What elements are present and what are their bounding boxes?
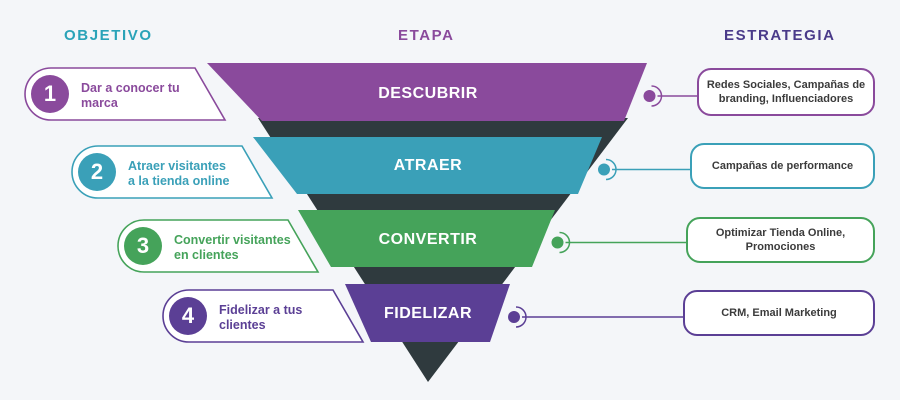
funnel-band-4 (345, 284, 510, 342)
objective-outline (24, 67, 227, 121)
stage-label-3: CONVERTIR (379, 231, 478, 248)
strategy-box-3: Optimizar Tienda Online, Promociones (686, 217, 875, 263)
objective-outline (117, 219, 320, 273)
connector-arc (651, 85, 663, 107)
step-number-badge: 2 (78, 153, 116, 191)
step-number-badge: 1 (31, 75, 69, 113)
objective-text: Dar a conocer tu marca (81, 81, 180, 110)
header-estrategia: ESTRATEGIA (724, 27, 836, 44)
objective-text: Convertir visitantes en clientes (174, 233, 291, 262)
objective-item-1: 1 Dar a conocer tu marca (25, 68, 225, 120)
step-number-badge: 3 (124, 227, 162, 265)
funnel-band-3 (298, 210, 555, 267)
connector-dot (508, 311, 520, 323)
strategy-box-4: CRM, Email Marketing (683, 290, 875, 336)
funnel-band-2 (253, 137, 602, 194)
stage-label-1: DESCUBRIR (378, 85, 478, 102)
connector-arc (559, 231, 571, 254)
strategy-box-2: Campañas de performance (690, 143, 875, 189)
header-objetivo: OBJETIVO (64, 27, 153, 44)
stage-label-2: ATRAER (394, 157, 462, 174)
step-number-badge: 4 (169, 297, 207, 335)
objective-outline (71, 145, 274, 199)
objective-text: Atraer visitantes a la tienda online (128, 159, 230, 188)
objective-text: Fidelizar a tus clientes (219, 303, 303, 332)
header-etapa: ETAPA (398, 27, 455, 44)
stage-label-4: FIDELIZAR (384, 305, 472, 322)
strategy-box-1: Redes Sociales, Campañas de branding, In… (697, 68, 875, 116)
connector-dot (598, 163, 610, 176)
objective-item-3: 3 Convertir visitantes en clientes (118, 220, 318, 272)
funnel-band-1 (207, 63, 647, 121)
objective-item-2: 2 Atraer visitantes a la tienda online (72, 146, 272, 198)
connector-dot (551, 236, 564, 249)
objective-item-4: 4 Fidelizar a tus clientes (163, 290, 363, 342)
objective-outline (162, 289, 365, 343)
connector-arc (515, 306, 527, 328)
connector-dot (643, 90, 656, 102)
connector-arc (605, 158, 617, 181)
